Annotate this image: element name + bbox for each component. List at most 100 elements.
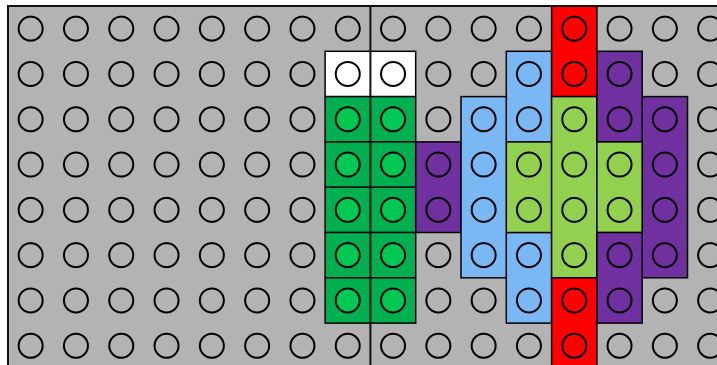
stud bbox=[426, 334, 450, 358]
stud bbox=[109, 288, 133, 312]
stud bbox=[290, 243, 314, 267]
stud bbox=[653, 17, 677, 41]
stud bbox=[381, 334, 405, 358]
stud bbox=[381, 17, 405, 41]
stud bbox=[200, 334, 224, 358]
stud bbox=[426, 243, 450, 267]
stud bbox=[472, 17, 496, 41]
stud bbox=[608, 243, 632, 267]
stud bbox=[64, 288, 88, 312]
stud bbox=[426, 288, 450, 312]
stud bbox=[200, 288, 224, 312]
stud bbox=[562, 107, 586, 131]
stud bbox=[608, 198, 632, 222]
stud bbox=[64, 62, 88, 86]
stud bbox=[381, 62, 405, 86]
stud bbox=[336, 62, 360, 86]
stud bbox=[200, 17, 224, 41]
stud bbox=[472, 243, 496, 267]
stud bbox=[290, 288, 314, 312]
stud bbox=[336, 17, 360, 41]
stud bbox=[562, 62, 586, 86]
stud bbox=[608, 17, 632, 41]
stud bbox=[19, 17, 43, 41]
stud bbox=[336, 153, 360, 177]
stud bbox=[109, 62, 133, 86]
stud bbox=[336, 334, 360, 358]
stud bbox=[200, 153, 224, 177]
stud bbox=[426, 198, 450, 222]
stud bbox=[381, 288, 405, 312]
stud bbox=[562, 243, 586, 267]
stud bbox=[472, 334, 496, 358]
stud bbox=[245, 334, 269, 358]
stud bbox=[472, 107, 496, 131]
stud bbox=[698, 17, 717, 41]
stud bbox=[517, 17, 541, 41]
stud bbox=[64, 107, 88, 131]
stud bbox=[517, 153, 541, 177]
stud bbox=[472, 288, 496, 312]
stud bbox=[64, 17, 88, 41]
stud bbox=[200, 107, 224, 131]
stud bbox=[109, 198, 133, 222]
stud bbox=[200, 62, 224, 86]
stud bbox=[245, 198, 269, 222]
stud bbox=[608, 107, 632, 131]
stud bbox=[562, 198, 586, 222]
stud bbox=[336, 243, 360, 267]
stud bbox=[336, 288, 360, 312]
stud bbox=[381, 153, 405, 177]
stud bbox=[245, 62, 269, 86]
stud bbox=[290, 62, 314, 86]
stud bbox=[608, 334, 632, 358]
stud bbox=[155, 17, 179, 41]
stud bbox=[290, 334, 314, 358]
stud bbox=[381, 198, 405, 222]
stud bbox=[472, 198, 496, 222]
stud bbox=[517, 334, 541, 358]
pieces-layer bbox=[325, 6, 687, 365]
stud bbox=[698, 243, 717, 267]
stud bbox=[653, 198, 677, 222]
stud bbox=[653, 243, 677, 267]
stud bbox=[64, 334, 88, 358]
stud bbox=[698, 62, 717, 86]
stud bbox=[155, 198, 179, 222]
stud bbox=[19, 198, 43, 222]
stud bbox=[64, 243, 88, 267]
stud bbox=[653, 107, 677, 131]
stud bbox=[653, 153, 677, 177]
stud bbox=[290, 107, 314, 131]
stud bbox=[245, 153, 269, 177]
stud bbox=[290, 198, 314, 222]
stud bbox=[336, 107, 360, 131]
stud bbox=[19, 62, 43, 86]
stud bbox=[64, 153, 88, 177]
stud bbox=[698, 107, 717, 131]
stud bbox=[155, 243, 179, 267]
stud bbox=[19, 243, 43, 267]
stud bbox=[19, 153, 43, 177]
stud bbox=[472, 62, 496, 86]
stud bbox=[155, 288, 179, 312]
stud bbox=[19, 334, 43, 358]
stud bbox=[200, 198, 224, 222]
stud bbox=[698, 153, 717, 177]
stud bbox=[562, 334, 586, 358]
stud bbox=[109, 17, 133, 41]
stud bbox=[426, 153, 450, 177]
stud bbox=[200, 243, 224, 267]
stud bbox=[109, 153, 133, 177]
stud bbox=[155, 334, 179, 358]
stud bbox=[64, 198, 88, 222]
stud bbox=[653, 288, 677, 312]
stud bbox=[426, 62, 450, 86]
stud bbox=[517, 198, 541, 222]
stud bbox=[562, 288, 586, 312]
stud bbox=[290, 153, 314, 177]
stud bbox=[245, 243, 269, 267]
stud bbox=[517, 62, 541, 86]
stud bbox=[698, 198, 717, 222]
